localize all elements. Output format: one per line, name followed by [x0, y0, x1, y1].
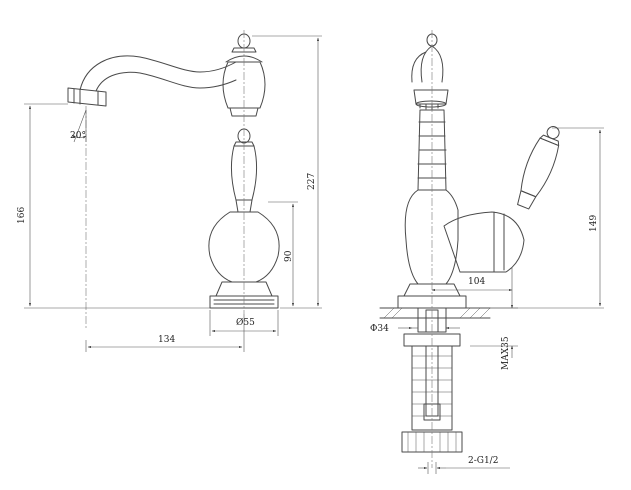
side-handle-knob: [546, 126, 560, 140]
thread-label: 2-G1/2: [468, 456, 498, 466]
head-bulb: [222, 61, 266, 109]
spout-lower-edge: [95, 71, 237, 92]
cartridge-housing: [443, 211, 525, 273]
side-ceramic-lever: [520, 137, 560, 198]
height-left-label: 166: [17, 207, 27, 224]
base-diameter-label: Ø55: [236, 317, 255, 328]
total-height-label: 227: [307, 173, 317, 190]
side-view: Φ34 149 104 MAX35 2-G1/2: [370, 30, 604, 474]
hole-diameter-label: Φ34: [370, 324, 389, 334]
handle-height-label: 149: [589, 215, 599, 232]
reach-label: 134: [158, 335, 175, 345]
threaded-stem: [411, 345, 453, 431]
fixing-nut: [403, 333, 461, 347]
aerator: [67, 87, 107, 107]
angle-label: 20°: [70, 131, 86, 141]
handle-offset-label: 104: [468, 277, 485, 287]
hose-connector: [401, 431, 463, 453]
body-height-label: 90: [284, 250, 294, 262]
spout-upper-edge: [79, 55, 237, 91]
deck-thickness-label: MAX35: [501, 336, 511, 370]
front-view: 20° 166 134 Ø55 90 227: [17, 30, 322, 352]
side-body: [404, 189, 459, 285]
